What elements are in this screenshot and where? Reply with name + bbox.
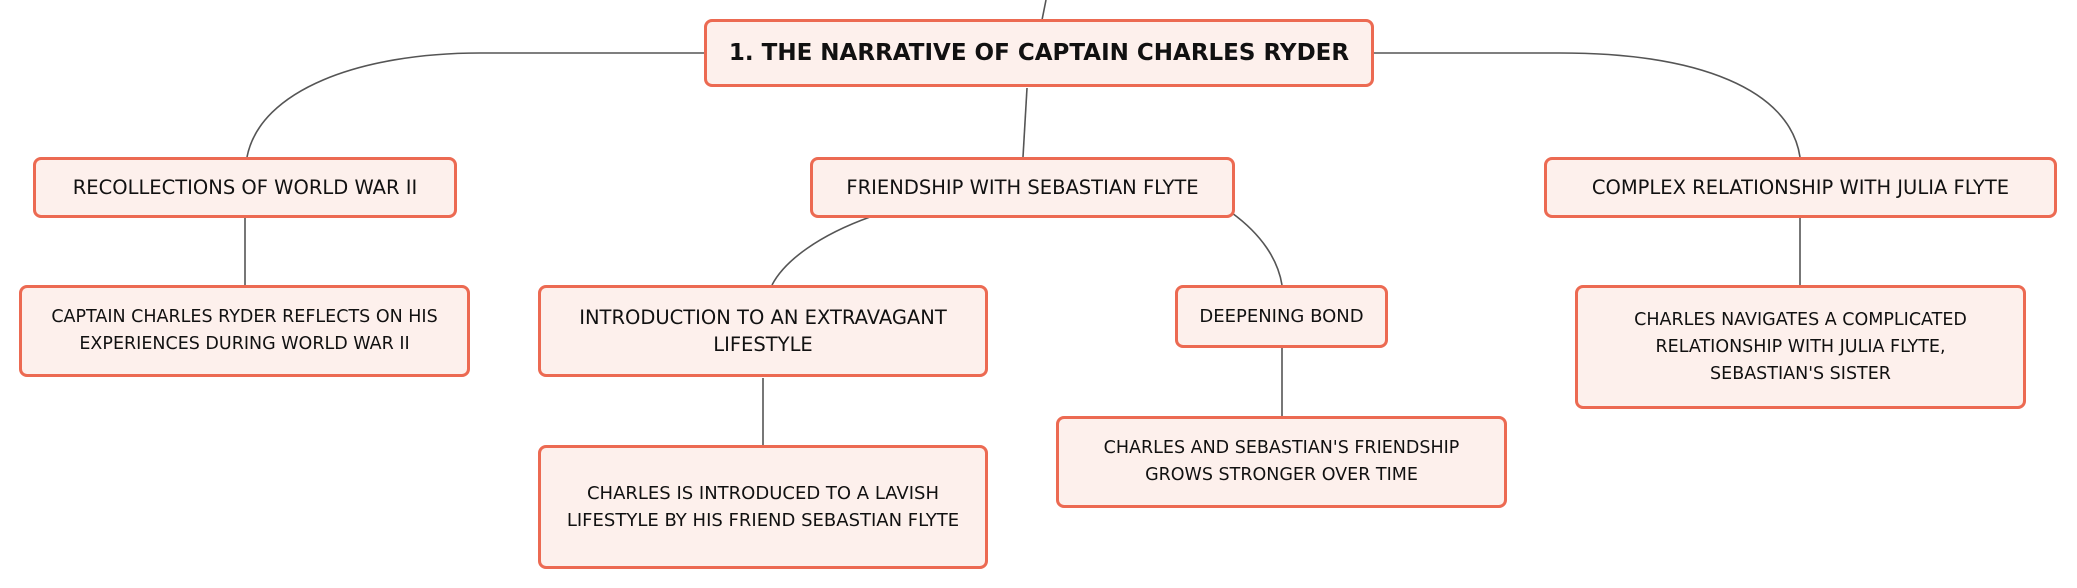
leaf-node-lavish-lifestyle[interactable]: CHARLES IS INTRODUCED TO A LAVISH LIFEST… xyxy=(538,445,988,569)
connector-root-to-recollections xyxy=(246,52,706,158)
subtopic-node-introduction[interactable]: INTRODUCTION TO AN EXTRAVAGANT LIFESTYLE xyxy=(538,285,988,377)
branch-node-julia[interactable]: COMPLEX RELATIONSHIP WITH JULIA FLYTE xyxy=(1544,157,2057,218)
subtopic-node-deepening-bond[interactable]: DEEPENING BOND xyxy=(1175,285,1388,348)
branch-node-friendship[interactable]: FRIENDSHIP WITH SEBASTIAN FLYTE xyxy=(810,157,1235,218)
root-node[interactable]: 1. THE NARRATIVE OF CAPTAIN CHARLES RYDE… xyxy=(704,19,1374,87)
connector-root-to-julia xyxy=(1372,52,1801,158)
connector-friendship-to-introduction xyxy=(771,216,871,286)
leaf-node-friendship-grows[interactable]: CHARLES AND SEBASTIAN'S FRIENDSHIP GROWS… xyxy=(1056,416,1507,508)
connector-root-parent xyxy=(1041,0,1047,21)
branch-node-recollections[interactable]: RECOLLECTIONS OF WORLD WAR II xyxy=(33,157,457,218)
leaf-node-war-reflections[interactable]: CAPTAIN CHARLES RYDER REFLECTS ON HIS EX… xyxy=(19,285,470,377)
connector-root-to-friendship xyxy=(1022,87,1028,158)
leaf-node-julia-relationship[interactable]: CHARLES NAVIGATES A COMPLICATED RELATION… xyxy=(1575,285,2026,409)
connector-friendship-to-deepening xyxy=(1231,212,1283,286)
